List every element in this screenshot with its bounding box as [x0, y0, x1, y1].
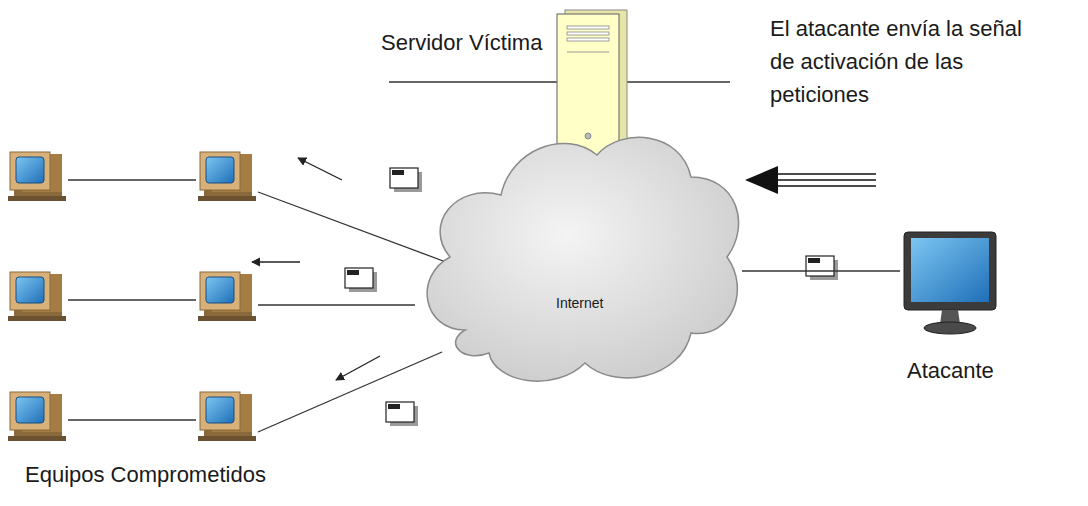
request-arrows	[252, 158, 380, 380]
network-link	[742, 270, 900, 271]
server-icon	[555, 8, 633, 160]
group-label: Equipos Comprometidos	[25, 458, 345, 491]
compromised-computers	[8, 152, 256, 441]
cloud-node: Internet	[405, 125, 750, 395]
attacker-monitor	[900, 228, 1000, 338]
server-node: Servidor Víctima	[381, 8, 633, 160]
server-label: Servidor Víctima	[381, 30, 542, 56]
activation-note: El atacante envía la señal de activación…	[770, 12, 1050, 111]
cloud-label: Internet	[556, 295, 603, 311]
network-wires	[68, 180, 462, 432]
attacker-label: Atacante	[907, 358, 994, 384]
internet-cloud	[405, 125, 750, 395]
activation-arrow	[745, 166, 876, 194]
attacker-node: Atacante	[880, 228, 1020, 388]
